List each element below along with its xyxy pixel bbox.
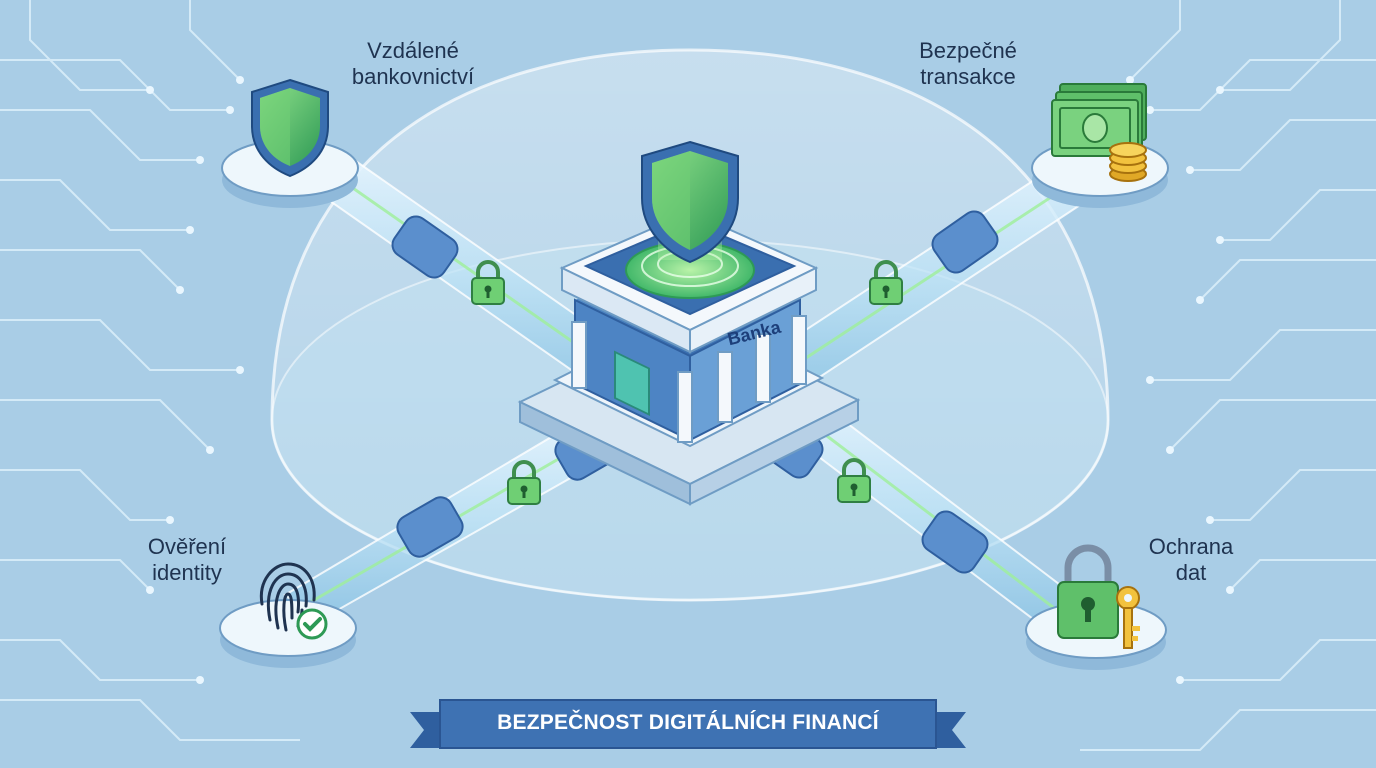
bank-icon [517, 140, 861, 506]
fingerprint-icon [259, 562, 328, 640]
label-identity-verification: Ověření identity [132, 534, 242, 586]
circuit-lines [0, 0, 1376, 751]
label-line: transakce [920, 64, 1016, 89]
platform-remote-banking [221, 139, 359, 208]
banner-ribbon [410, 699, 966, 749]
label-secure-transactions: Bezpečné transakce [898, 38, 1038, 90]
platform-identity-verification [219, 599, 357, 668]
padlock-key-icon [1057, 544, 1140, 649]
label-line: dat [1175, 560, 1207, 585]
tube-remote-banking [298, 148, 642, 392]
label-line: bankovnictví [351, 64, 475, 89]
label-line: Vzdálené [367, 38, 459, 63]
label-remote-banking: Vzdálené bankovnictví [338, 38, 488, 90]
shield-icon [251, 78, 329, 178]
money-icon [1051, 83, 1147, 182]
tube-lock-icon [471, 260, 505, 305]
label-data-protection: Ochrana dat [1136, 534, 1246, 586]
label-line: Bezpečné [919, 38, 1017, 63]
circuit-nodes [146, 76, 1234, 684]
tube-lock-icon [837, 458, 871, 503]
label-line: Ověření [147, 534, 227, 559]
label-line: identity [152, 560, 222, 585]
label-line: Ochrana [1148, 534, 1234, 559]
banner-title: BEZPEČNOST DIGITÁLNÍCH FINANCÍ [497, 711, 879, 734]
tube-lock-icon [869, 260, 903, 305]
tube-lock-icon [507, 460, 541, 505]
title-banner: BEZPEČNOST DIGITÁLNÍCH FINANCÍ [410, 696, 966, 752]
